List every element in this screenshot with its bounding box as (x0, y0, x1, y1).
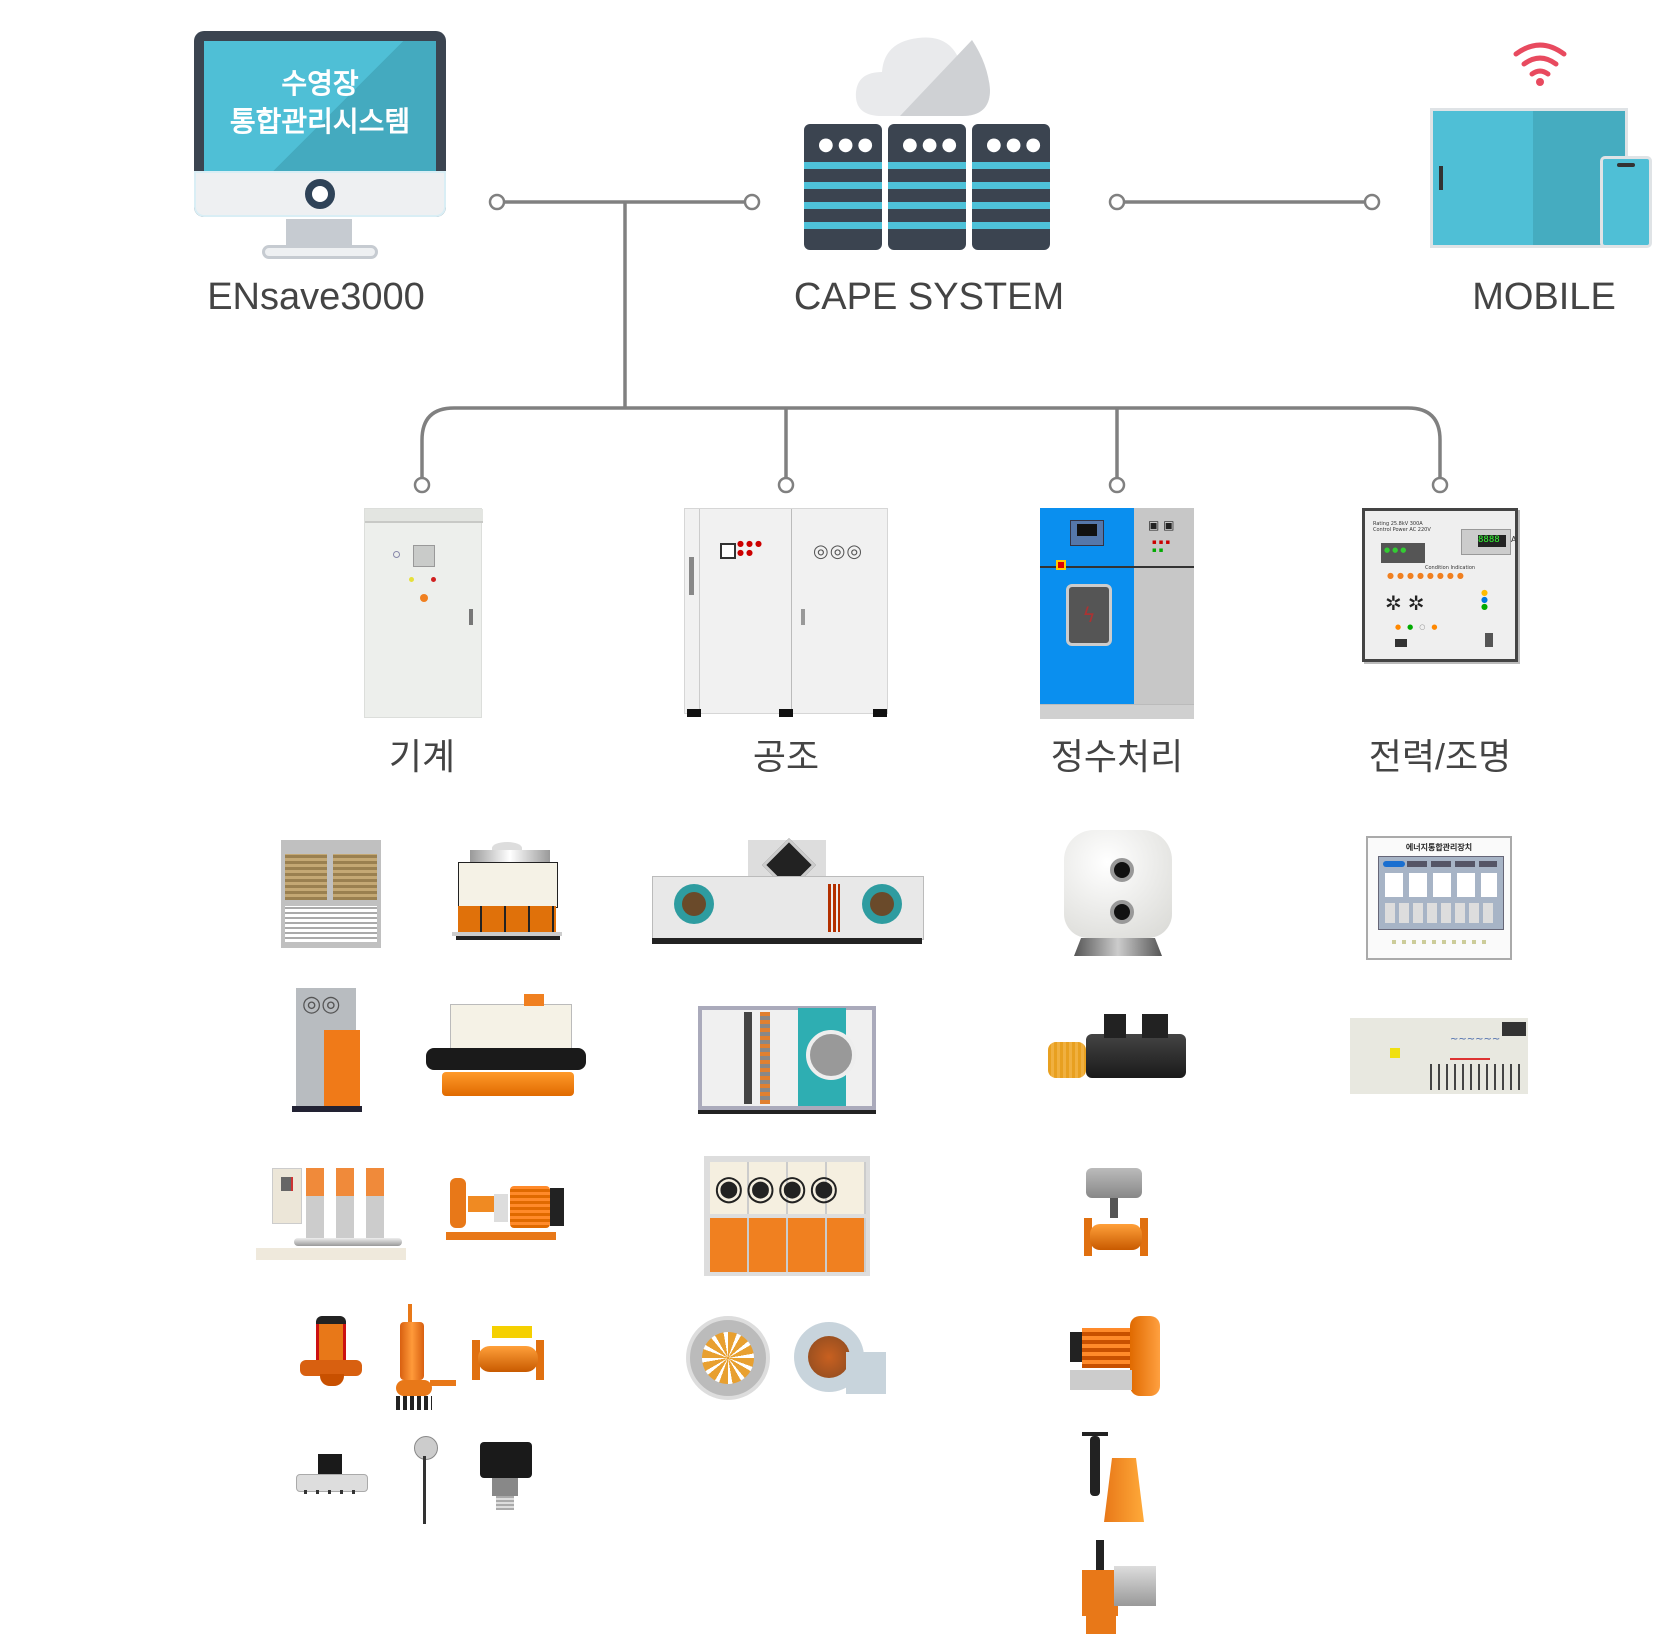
temperature-sensor-icon[interactable] (404, 1436, 444, 1526)
phone-icon (1600, 156, 1652, 248)
hvac-control-cabinet[interactable]: ●●●●● ◎◎◎ (684, 508, 888, 717)
pressure-sensor-icon[interactable] (296, 1454, 368, 1498)
pool-pump-icon[interactable] (1048, 1014, 1188, 1094)
bus-line (420, 406, 1442, 478)
axial-fan-icon[interactable] (686, 1316, 770, 1400)
dosing-pump-icon[interactable] (1082, 1432, 1148, 1524)
submersible-pump-icon[interactable] (394, 1304, 458, 1412)
centrifugal-blower-icon[interactable] (794, 1322, 888, 1396)
category-label-hvac: 공조 (752, 736, 820, 777)
panel-rating-text: Rating 25.8kV 300A (1373, 521, 1423, 527)
actuated-valve-icon[interactable] (1084, 1168, 1150, 1264)
ensave-monitor[interactable]: 수영장 통합관리시스템 (194, 31, 446, 259)
tablet-icon (1430, 108, 1628, 248)
node-dot (413, 476, 431, 494)
water-cooled-chiller-icon[interactable] (426, 990, 588, 1108)
pressure-transmitter-icon[interactable] (476, 1442, 538, 1512)
node-dot (1108, 476, 1126, 494)
category-label-water: 정수처리 (1050, 736, 1184, 777)
end-suction-pump-icon[interactable] (446, 1172, 568, 1246)
ammeter-display: 8888 (1478, 535, 1506, 547)
water-treatment-cabinet[interactable]: ϟ ▣ ▣ ▪▪▪▪▪ (1040, 508, 1194, 719)
metering-pump-icon[interactable] (1076, 1540, 1158, 1636)
energy-management-panel-icon[interactable]: 에너지통합관리장치 (1366, 836, 1512, 960)
server-rack-1: ●●● (804, 124, 882, 250)
booster-pump-set-icon[interactable] (256, 1168, 406, 1264)
ring-blower-icon[interactable] (1070, 1316, 1162, 1398)
valve-icon[interactable] (472, 1326, 544, 1382)
condition-indication-label: Condition Indication (1425, 565, 1476, 571)
node-dot (777, 476, 795, 494)
screen-title-line2: 통합관리시스템 (229, 105, 411, 138)
lighting-control-board-icon[interactable]: ~~~~~~ (1350, 1018, 1528, 1094)
air-cooled-chiller-icon[interactable] (281, 840, 381, 948)
cooling-tower-icon[interactable] (452, 842, 562, 940)
sand-filter-icon[interactable] (1062, 820, 1174, 960)
monitor-screen: 수영장 통합관리시스템 (204, 41, 436, 171)
power-button-icon (305, 179, 335, 209)
mobile-label: MOBILE (1472, 276, 1616, 318)
mechanical-control-cabinet[interactable] (364, 508, 483, 718)
ahu-fan-section-icon[interactable] (698, 1000, 876, 1116)
screen-title-line1: 수영장 (281, 67, 359, 100)
inline-pump-icon[interactable] (300, 1316, 362, 1388)
server-rack-2: ●●● (888, 124, 966, 250)
server-led-icon: ●●● (986, 134, 1046, 155)
energy-panel-title: 에너지통합관리장치 (1405, 843, 1473, 852)
cape-system-label: CAPE SYSTEM (793, 276, 1065, 318)
monitor-base (262, 245, 378, 259)
node-dot (1431, 476, 1449, 494)
cloud-icon (855, 37, 990, 116)
server-led-icon: ●●● (902, 134, 962, 155)
server-led-icon: ●●● (818, 134, 878, 155)
ensave-label: ENsave3000 (207, 276, 425, 318)
node-dot (1363, 193, 1381, 211)
power-relay-panel[interactable]: Rating 25.8kV 300A Control Power AC 220V… (1362, 508, 1518, 662)
panel-control-power-text: Control Power AC 220V (1373, 527, 1431, 533)
node-dot (743, 193, 761, 211)
category-label-power: 전력/조명 (1368, 736, 1512, 777)
boiler-icon[interactable]: ◎◎ (292, 988, 362, 1114)
condenser-fan-unit-icon[interactable]: ◉◉◉◉ (704, 1156, 870, 1276)
node-dot (1108, 193, 1126, 211)
air-handling-unit-icon[interactable] (652, 838, 924, 946)
node-dot (488, 193, 506, 211)
ammeter-unit: A (1511, 535, 1517, 544)
monitor-neck (286, 219, 352, 247)
wifi-icon (1513, 42, 1567, 86)
server-rack-3: ●●● (972, 124, 1050, 250)
category-label-mechanical: 기계 (388, 736, 456, 777)
